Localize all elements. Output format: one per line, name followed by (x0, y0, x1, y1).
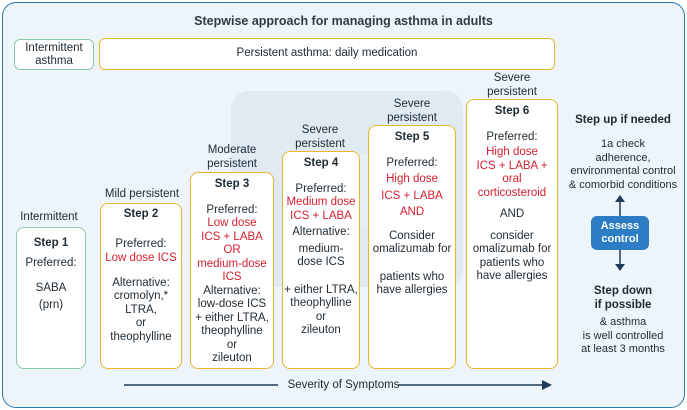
step-3-alt-line: zileuton (212, 352, 252, 364)
step-5-box: Step 5 Preferred: High dose ICS + LABA A… (368, 125, 456, 369)
step-1-title: Step 1 (33, 237, 69, 249)
severity-arrow (124, 380, 552, 390)
step-3-preferred-line: medium-dose (197, 257, 267, 270)
step-1-preferred-line: SABA (35, 282, 67, 294)
step-down-text: & asthma is well controlled at least 3 m… (581, 316, 665, 355)
step-6-alt-line: have allergies (476, 270, 548, 282)
step-3-preferred-line: ICS (222, 271, 242, 283)
step-6-preferred-line: corticosteroid (477, 186, 547, 199)
step-4-alt-line: theophylline (290, 297, 352, 309)
step-3-preferred-line: OR (223, 244, 241, 256)
step-4-alt-line: medium- (298, 242, 344, 255)
arrow-down-icon (615, 250, 625, 271)
step-2-alt-line: cromolyn,* (113, 290, 169, 302)
step-3-alt-line: Alternative: (203, 284, 261, 297)
step-4-preferred-line: ICS + LABA (290, 209, 352, 222)
step-5-preferred-line: AND (399, 206, 425, 218)
step-5-alt-line: have allergies (376, 284, 448, 296)
step-5-preferred-line: ICS + LABA (381, 189, 443, 202)
step-6-alt-line: consider (490, 229, 534, 242)
step-6-alt-line: AND (499, 208, 525, 220)
level-label-5: Severe persistent (387, 98, 437, 124)
step-4-alt-line: Alternative: (292, 226, 350, 238)
step-3-preferred-line: Low dose (207, 217, 257, 229)
step-4-box: Step 4 Preferred: Medium dose ICS + LABA… (282, 151, 360, 369)
step-6-title: Step 6 (494, 105, 530, 117)
diagram-title: Stepwise approach for managing asthma in… (194, 14, 493, 28)
step-3-preferred-line: ICS + LABA (201, 230, 263, 243)
step-2-alt-line: LTRA, (125, 303, 157, 316)
step-4-alt-line: dose ICS (297, 256, 345, 268)
level-label-2: Mild persistent (104, 188, 180, 200)
step-6-preferred-line: ICS + LABA + (476, 159, 548, 172)
step-5-preferred-label: Preferred: (386, 156, 438, 169)
step-4-title: Step 4 (303, 157, 339, 169)
step-1-preferred-label: Preferred: (25, 256, 77, 269)
step-4-preferred-line: Medium dose (286, 196, 356, 208)
step-3-alt-line: low-dose ICS (197, 298, 267, 310)
level-label-6: Severe persistent (487, 72, 537, 98)
step-3-title: Step 3 (214, 178, 250, 190)
step-4-alt-line: or (315, 310, 327, 323)
step-2-title: Step 2 (123, 208, 159, 220)
step-3-alt-line: theophylline (201, 325, 263, 337)
severity-axis-label: Severity of Symptoms (287, 379, 400, 391)
step-3-alt-line: or (226, 338, 238, 351)
step-2-preferred-line: Low dose ICS (105, 252, 177, 264)
step-2-alt-line: Alternative: (112, 276, 170, 289)
step-6-alt-line: patients who (479, 256, 545, 269)
step-6-preferred-label: Preferred: (486, 130, 538, 143)
step-2-box: Step 2 Preferred: Low dose ICS Alternati… (100, 203, 182, 369)
step-3-alt-line: + either LTRA, (195, 311, 269, 324)
step-6-preferred-line: oral (502, 173, 522, 185)
step-2-alt-line: or (135, 317, 147, 329)
step-4-alt-line: + either LTRA, (284, 283, 358, 296)
step-1-box: Step 1 Preferred: SABA (prn) (16, 227, 86, 369)
arrow-up-icon (615, 195, 625, 216)
level-label-3: Moderate persistent (207, 144, 257, 170)
step-4-preferred-label: Preferred: (295, 182, 347, 195)
persistent-asthma-header: Persistent asthma: daily medication (99, 38, 555, 70)
level-label-1: Intermittent (20, 211, 78, 223)
step-1-preferred-line: (prn) (38, 298, 64, 311)
step-5-alt-line: Consider (388, 229, 436, 242)
step-5-preferred-line: High dose (386, 173, 438, 185)
step-6-preferred-line: High dose (486, 146, 538, 158)
step-5-title: Step 5 (394, 131, 430, 143)
assess-control-button: Assess control (591, 216, 649, 250)
step-2-preferred-label: Preferred: (115, 237, 167, 250)
intermittent-asthma-header: Intermittent asthma (14, 39, 94, 70)
step-5-alt-line: omalizumab for (372, 243, 452, 255)
step-4-alt-line: zileuton (301, 324, 341, 336)
step-up-title: Step up if needed (575, 114, 671, 126)
step-up-text: 1a check adherence, environmental contro… (568, 138, 678, 191)
step-3-box: Step 3 Preferred: Low dose ICS + LABA OR… (190, 172, 274, 369)
step-5-alt-line: patients who (379, 270, 445, 283)
level-label-4: Severe persistent (295, 124, 345, 150)
step-3-preferred-label: Preferred: (206, 203, 258, 216)
step-2-alt-line: theophylline (110, 330, 172, 343)
step-6-box: Step 6 Preferred: High dose ICS + LABA +… (466, 99, 558, 369)
step-6-alt-line: omalizumab for (472, 243, 552, 255)
step-down-title: Step down if possible (593, 285, 653, 311)
